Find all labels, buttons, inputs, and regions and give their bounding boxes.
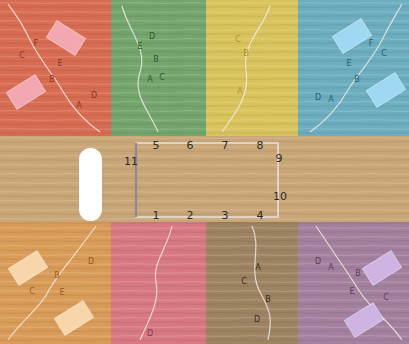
point-letter: D xyxy=(315,258,321,266)
point-letter: C xyxy=(381,50,387,58)
point-letter: D xyxy=(91,92,97,100)
point-letter: A xyxy=(328,264,333,272)
callout-number: 3 xyxy=(222,210,229,221)
point-letter: D xyxy=(254,316,260,324)
point-letter: E xyxy=(59,289,64,297)
point-letter: C xyxy=(19,52,25,60)
callout-number: 2 xyxy=(187,210,194,221)
point-letter: B xyxy=(355,270,361,278)
point-letter: D xyxy=(88,258,94,266)
white-pill xyxy=(79,148,102,221)
point-letter: B xyxy=(265,296,271,304)
point-letter: C xyxy=(159,74,165,82)
point-letter: A xyxy=(328,96,333,104)
point-letter: A xyxy=(255,264,260,272)
point-letter: A xyxy=(147,76,152,84)
point-letter: B xyxy=(49,76,55,84)
callout-number: 5 xyxy=(153,140,160,151)
point-letter: F xyxy=(369,40,374,48)
point-letter: D xyxy=(149,33,155,41)
point-letter: B xyxy=(354,76,360,84)
callout-number: 9 xyxy=(276,153,283,164)
point-letter: E xyxy=(137,43,142,51)
centre-frame-edge xyxy=(135,143,138,217)
point-letter: F xyxy=(34,40,39,48)
callout-number: 1 xyxy=(153,210,160,221)
point-letter: B xyxy=(153,56,159,64)
point-letter: D xyxy=(315,94,321,102)
furniture xyxy=(6,19,405,338)
point-letter: C xyxy=(241,278,247,286)
callout-number: 6 xyxy=(187,140,194,151)
callout-number: 8 xyxy=(257,140,264,151)
callout-number: 10 xyxy=(273,191,287,202)
point-letter: B xyxy=(54,272,60,280)
point-letter: E xyxy=(346,60,351,68)
point-letter: E xyxy=(57,60,62,68)
centre-frame xyxy=(136,143,278,217)
point-letter: A xyxy=(237,88,242,96)
callout-number: 7 xyxy=(222,140,229,151)
point-letter: C xyxy=(29,288,35,296)
point-letter: D xyxy=(147,330,153,338)
point-letter: A xyxy=(76,102,81,110)
callout-number: 11 xyxy=(124,156,138,167)
callout-number: 4 xyxy=(257,210,264,221)
point-letter: E xyxy=(349,288,354,296)
point-letter: C xyxy=(235,36,241,44)
point-letter: C xyxy=(383,294,389,302)
point-letter: B xyxy=(243,50,249,58)
wave-lines xyxy=(8,4,402,340)
